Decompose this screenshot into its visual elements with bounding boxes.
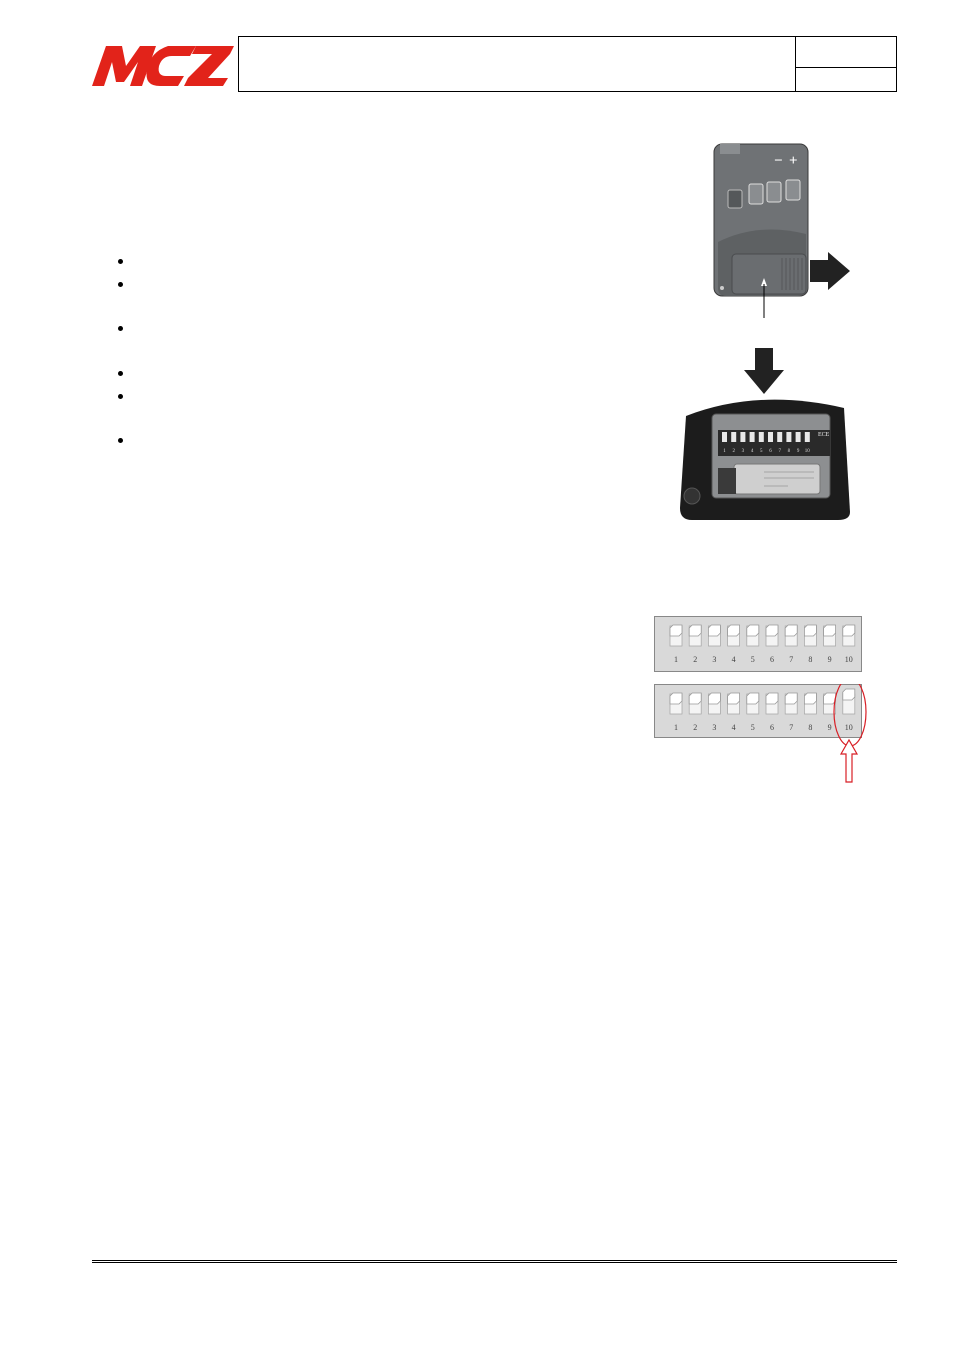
dip-switch-8: 8 <box>803 692 817 732</box>
mini-switch-9: 9 <box>795 432 801 454</box>
dip-switch-panel-bottom: 1 2 3 4 5 6 7 8 9 10 <box>654 684 867 783</box>
bullet-point <box>118 326 123 331</box>
mini-switch-5: 5 <box>758 432 764 454</box>
slide-arrow-icon <box>810 252 850 290</box>
mini-switch-2: 2 <box>731 432 737 454</box>
dip-number: 10 <box>845 723 853 732</box>
mini-switch-1: 1 <box>722 432 727 454</box>
dip-number: 6 <box>770 655 774 664</box>
dip-switch-3: 3 <box>708 624 721 664</box>
dip-number: 4 <box>732 655 736 664</box>
plus-label: + <box>789 153 798 169</box>
dip-number: 10 <box>845 655 853 664</box>
mini-switch-number: 6 <box>769 449 772 454</box>
minus-label: − <box>774 153 783 169</box>
mini-switch-number: 8 <box>788 449 791 454</box>
bullet-point <box>118 394 123 399</box>
header-divider <box>795 37 796 91</box>
dip-number: 5 <box>751 655 755 664</box>
mini-switch-7: 7 <box>777 432 783 454</box>
dip-number: 8 <box>808 723 812 732</box>
dip-switch-5: 5 <box>746 624 760 664</box>
header-box <box>238 36 897 92</box>
dip-number: 5 <box>751 723 755 732</box>
dip-switch-6: 6 <box>765 624 779 664</box>
dip-switch-10: 10 <box>842 688 856 732</box>
dip-number: 7 <box>789 655 793 664</box>
mini-switch-number: 2 <box>732 449 735 454</box>
mini-switch-number: 1 <box>723 449 726 454</box>
mini-switch-number: 10 <box>805 449 811 454</box>
dip-switch-10: 10 <box>842 624 856 664</box>
dip-number: 9 <box>828 655 832 664</box>
header-divider <box>795 67 897 68</box>
dip-switch-9: 9 <box>823 692 837 732</box>
dip-number: 7 <box>789 723 793 732</box>
mini-switch-number: 7 <box>778 449 781 454</box>
mini-switch-4: 4 <box>749 432 755 454</box>
dip-switch-6: 6 <box>765 692 779 732</box>
dip-number: 3 <box>712 723 716 732</box>
dip-switch-panel-top: 1 2 3 4 5 6 7 8 9 10 <box>654 616 862 672</box>
dip-number: 8 <box>808 655 812 664</box>
dip-switch-1: 1 <box>669 692 683 732</box>
dip-switch-3: 3 <box>708 692 721 732</box>
mini-switch-8: 8 <box>786 432 792 454</box>
dip-switch-2: 2 <box>688 692 702 732</box>
mini-switch-10: 10 <box>804 432 811 454</box>
dip-number: 4 <box>732 723 736 732</box>
mcz-logo <box>92 46 234 86</box>
bullet-point <box>118 438 123 443</box>
dip-switch-8: 8 <box>803 624 817 664</box>
dip-number: 2 <box>693 723 697 732</box>
dip-number: 1 <box>674 723 678 732</box>
dip-switch-5: 5 <box>746 692 760 732</box>
remote-control-image: − + <box>713 143 850 318</box>
footer-rule <box>92 1260 897 1263</box>
open-remote-image: 1 2 3 4 5 6 7 8 9 10 ECE <box>680 399 850 520</box>
battery-cover <box>731 253 807 295</box>
dip-switch-4: 4 <box>727 624 740 664</box>
dip-switch-9: 9 <box>823 624 837 664</box>
dip-number: 1 <box>674 655 678 664</box>
dip-number: 2 <box>693 655 697 664</box>
bullet-point <box>118 282 123 287</box>
dip-number: 9 <box>828 723 832 732</box>
mini-switch-number: 4 <box>751 449 754 454</box>
dip-switch-4: 4 <box>727 692 740 732</box>
remote-buttons <box>727 179 801 209</box>
dip-switch-7: 7 <box>784 624 798 664</box>
mini-switch-3: 3 <box>740 432 746 454</box>
battery <box>733 463 821 495</box>
mini-switch-number: 3 <box>742 449 745 454</box>
dip-switch-2: 2 <box>688 624 702 664</box>
dip-number: 3 <box>712 655 716 664</box>
arrow-down-icon <box>744 348 784 394</box>
ece-label: ECE <box>818 432 830 438</box>
arrow-up-icon <box>839 738 859 783</box>
mini-switch-number: 9 <box>797 449 800 454</box>
bullet-point <box>118 371 123 376</box>
dip-switch-7: 7 <box>784 692 798 732</box>
mini-switch-number: 5 <box>760 449 763 454</box>
dip-number: 6 <box>770 723 774 732</box>
dip-switch-1: 1 <box>669 624 683 664</box>
mini-switch-6: 6 <box>768 432 773 454</box>
bullet-point <box>118 259 123 264</box>
